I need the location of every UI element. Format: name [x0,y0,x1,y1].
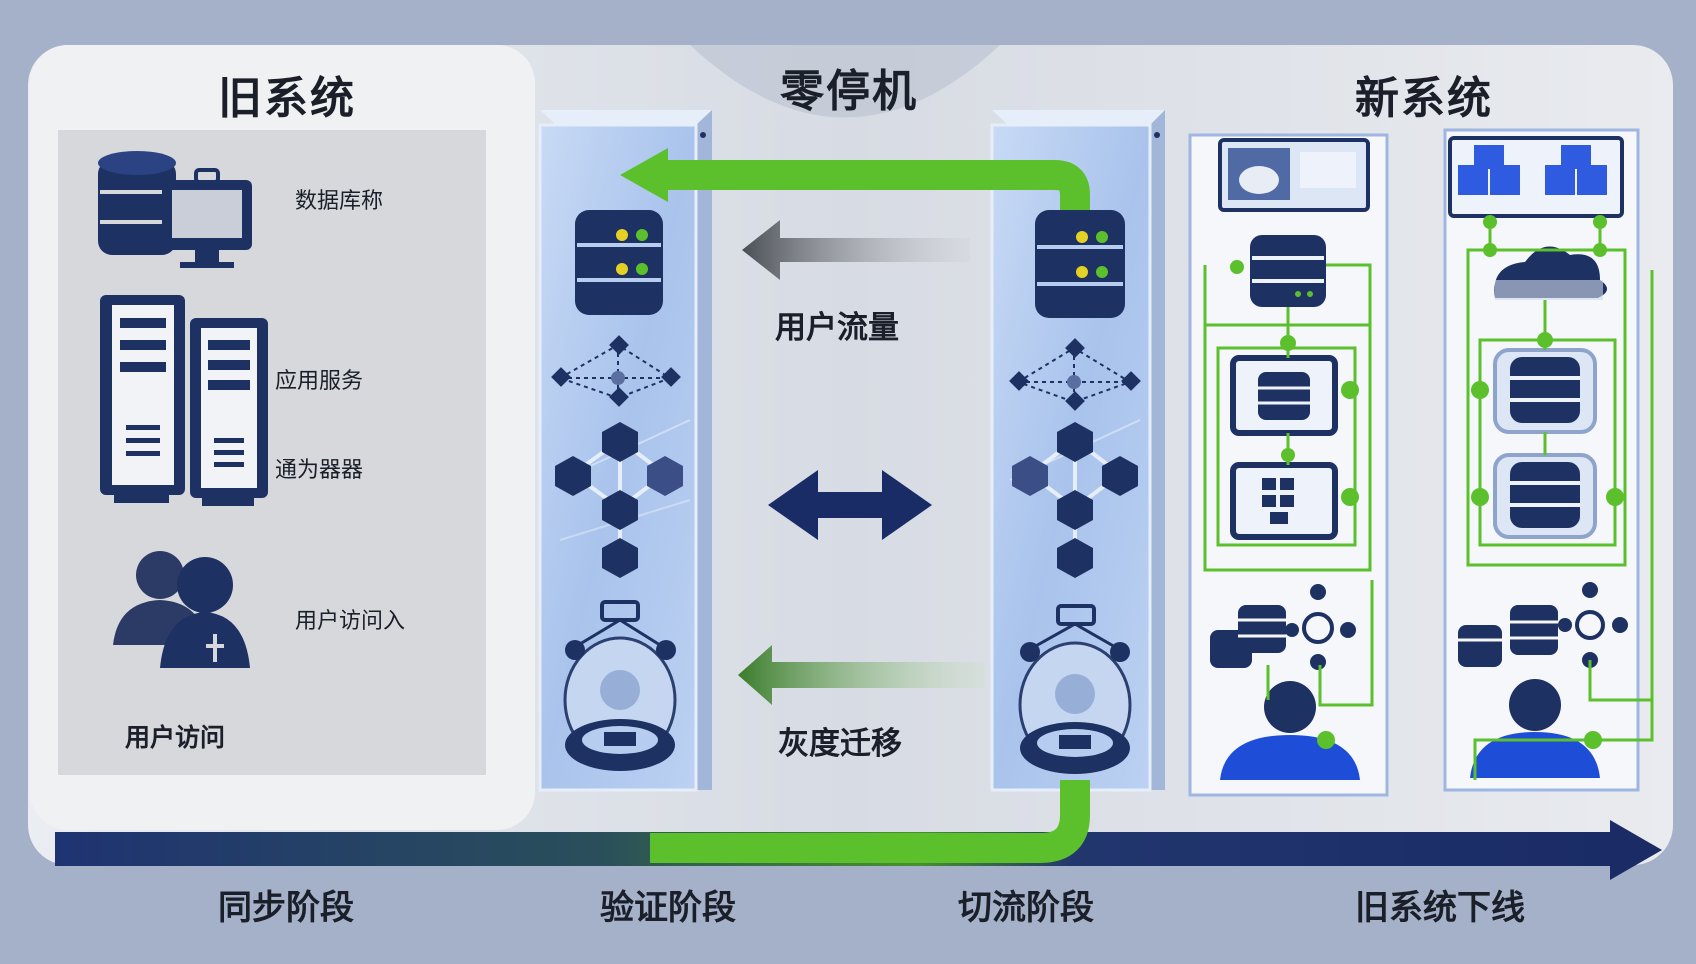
network-nodes [1009,338,1141,411]
monitor-icon [162,168,252,268]
gateway-globe-icon [563,600,677,771]
stage-cutover-label: 切流阶段 [958,888,1094,928]
timeline-arrowhead [1610,820,1662,880]
stage-verify-label: 验证阶段 [600,888,736,928]
server-tower-icon [100,295,185,503]
stage-sync-label: 同步阶段 [218,888,354,928]
users-icon [113,551,250,668]
zero-downtime-title: 零停机 [780,66,918,117]
new-system-panel-2 [1443,128,1654,792]
bidirectional-arrow [768,470,932,540]
old-item-database-label: 数据库称 [295,189,384,214]
network-nodes [551,335,681,407]
green-cutover-line [650,780,1090,863]
new-system-title: 新系统 [1355,73,1493,124]
cube-graph-icon [1012,422,1138,578]
arrow-left-green [738,645,985,705]
gateway-globe-icon [1018,604,1132,774]
user-traffic-label: 用户流量 [775,310,899,346]
old-system-title: 旧系统 [218,73,356,124]
arrow-left-gray [742,220,970,280]
old-item-user-access-label: 用户访问 [125,723,226,752]
old-item-router-label: 通为器器 [275,458,364,483]
gray-migration-label: 灰度迁移 [778,726,902,762]
green-arrowhead [620,148,668,202]
old-item-app-service-label: 应用服务 [275,369,364,394]
top-notch [690,45,1000,118]
stage-retire-label: 旧系统下线 [1355,888,1525,928]
database-icon [575,210,663,315]
database-icon [98,151,176,255]
cube-graph-icon [555,422,683,578]
new-system-panel-1 [1188,133,1389,797]
server-tower-icon [190,318,268,506]
old-item-user-entry-label: 用户访问入 [295,609,406,634]
green-routing-arrow [660,160,1090,210]
database-icon [1035,210,1125,318]
